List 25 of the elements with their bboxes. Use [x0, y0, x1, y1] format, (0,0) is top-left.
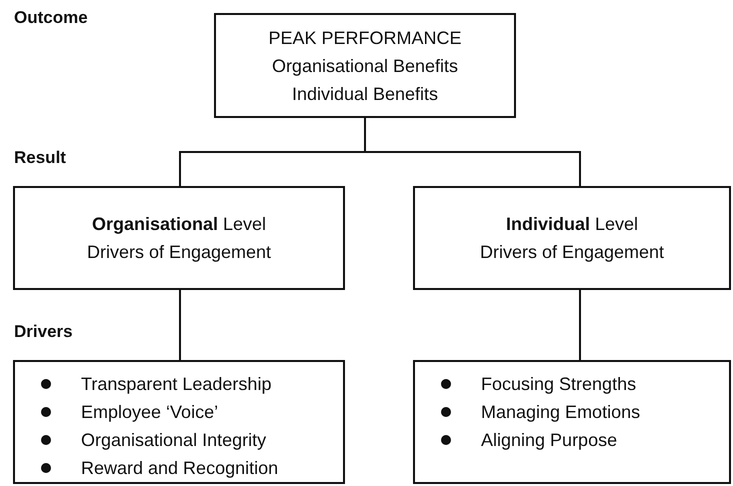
list-item: Managing Emotions: [481, 401, 640, 424]
box-text: Drivers of Engagement: [86, 241, 272, 264]
connector-line: [364, 118, 581, 186]
list-item: Focusing Strengths: [481, 373, 636, 396]
list-item: Reward and Recognition: [81, 457, 278, 480]
level-label: Result: [14, 148, 66, 168]
list-item: Aligning Purpose: [481, 429, 618, 452]
box-text: PEAK PERFORMANCE: [268, 26, 462, 50]
level-box: [413, 186, 731, 290]
level-label: Drivers: [14, 322, 73, 342]
box-text: Drivers of Engagement: [480, 241, 664, 264]
level-label: Outcome: [14, 8, 88, 28]
level-box: [13, 186, 345, 290]
list-box: [413, 360, 731, 484]
list-item: Organisational Integrity: [81, 429, 266, 452]
list-item: Employee ‘Voice’: [81, 401, 218, 424]
list-box: [13, 360, 345, 484]
box-text: Individual Level: [506, 213, 638, 236]
box-text: Organisational Level: [92, 213, 266, 236]
level-box: [214, 13, 516, 118]
list-item: Transparent Leadership: [81, 373, 272, 396]
box-text: Organisational Benefits: [272, 54, 458, 78]
box-text: Individual Benefits: [292, 82, 438, 106]
connector-line: [179, 290, 181, 360]
connector-line: [579, 290, 581, 360]
